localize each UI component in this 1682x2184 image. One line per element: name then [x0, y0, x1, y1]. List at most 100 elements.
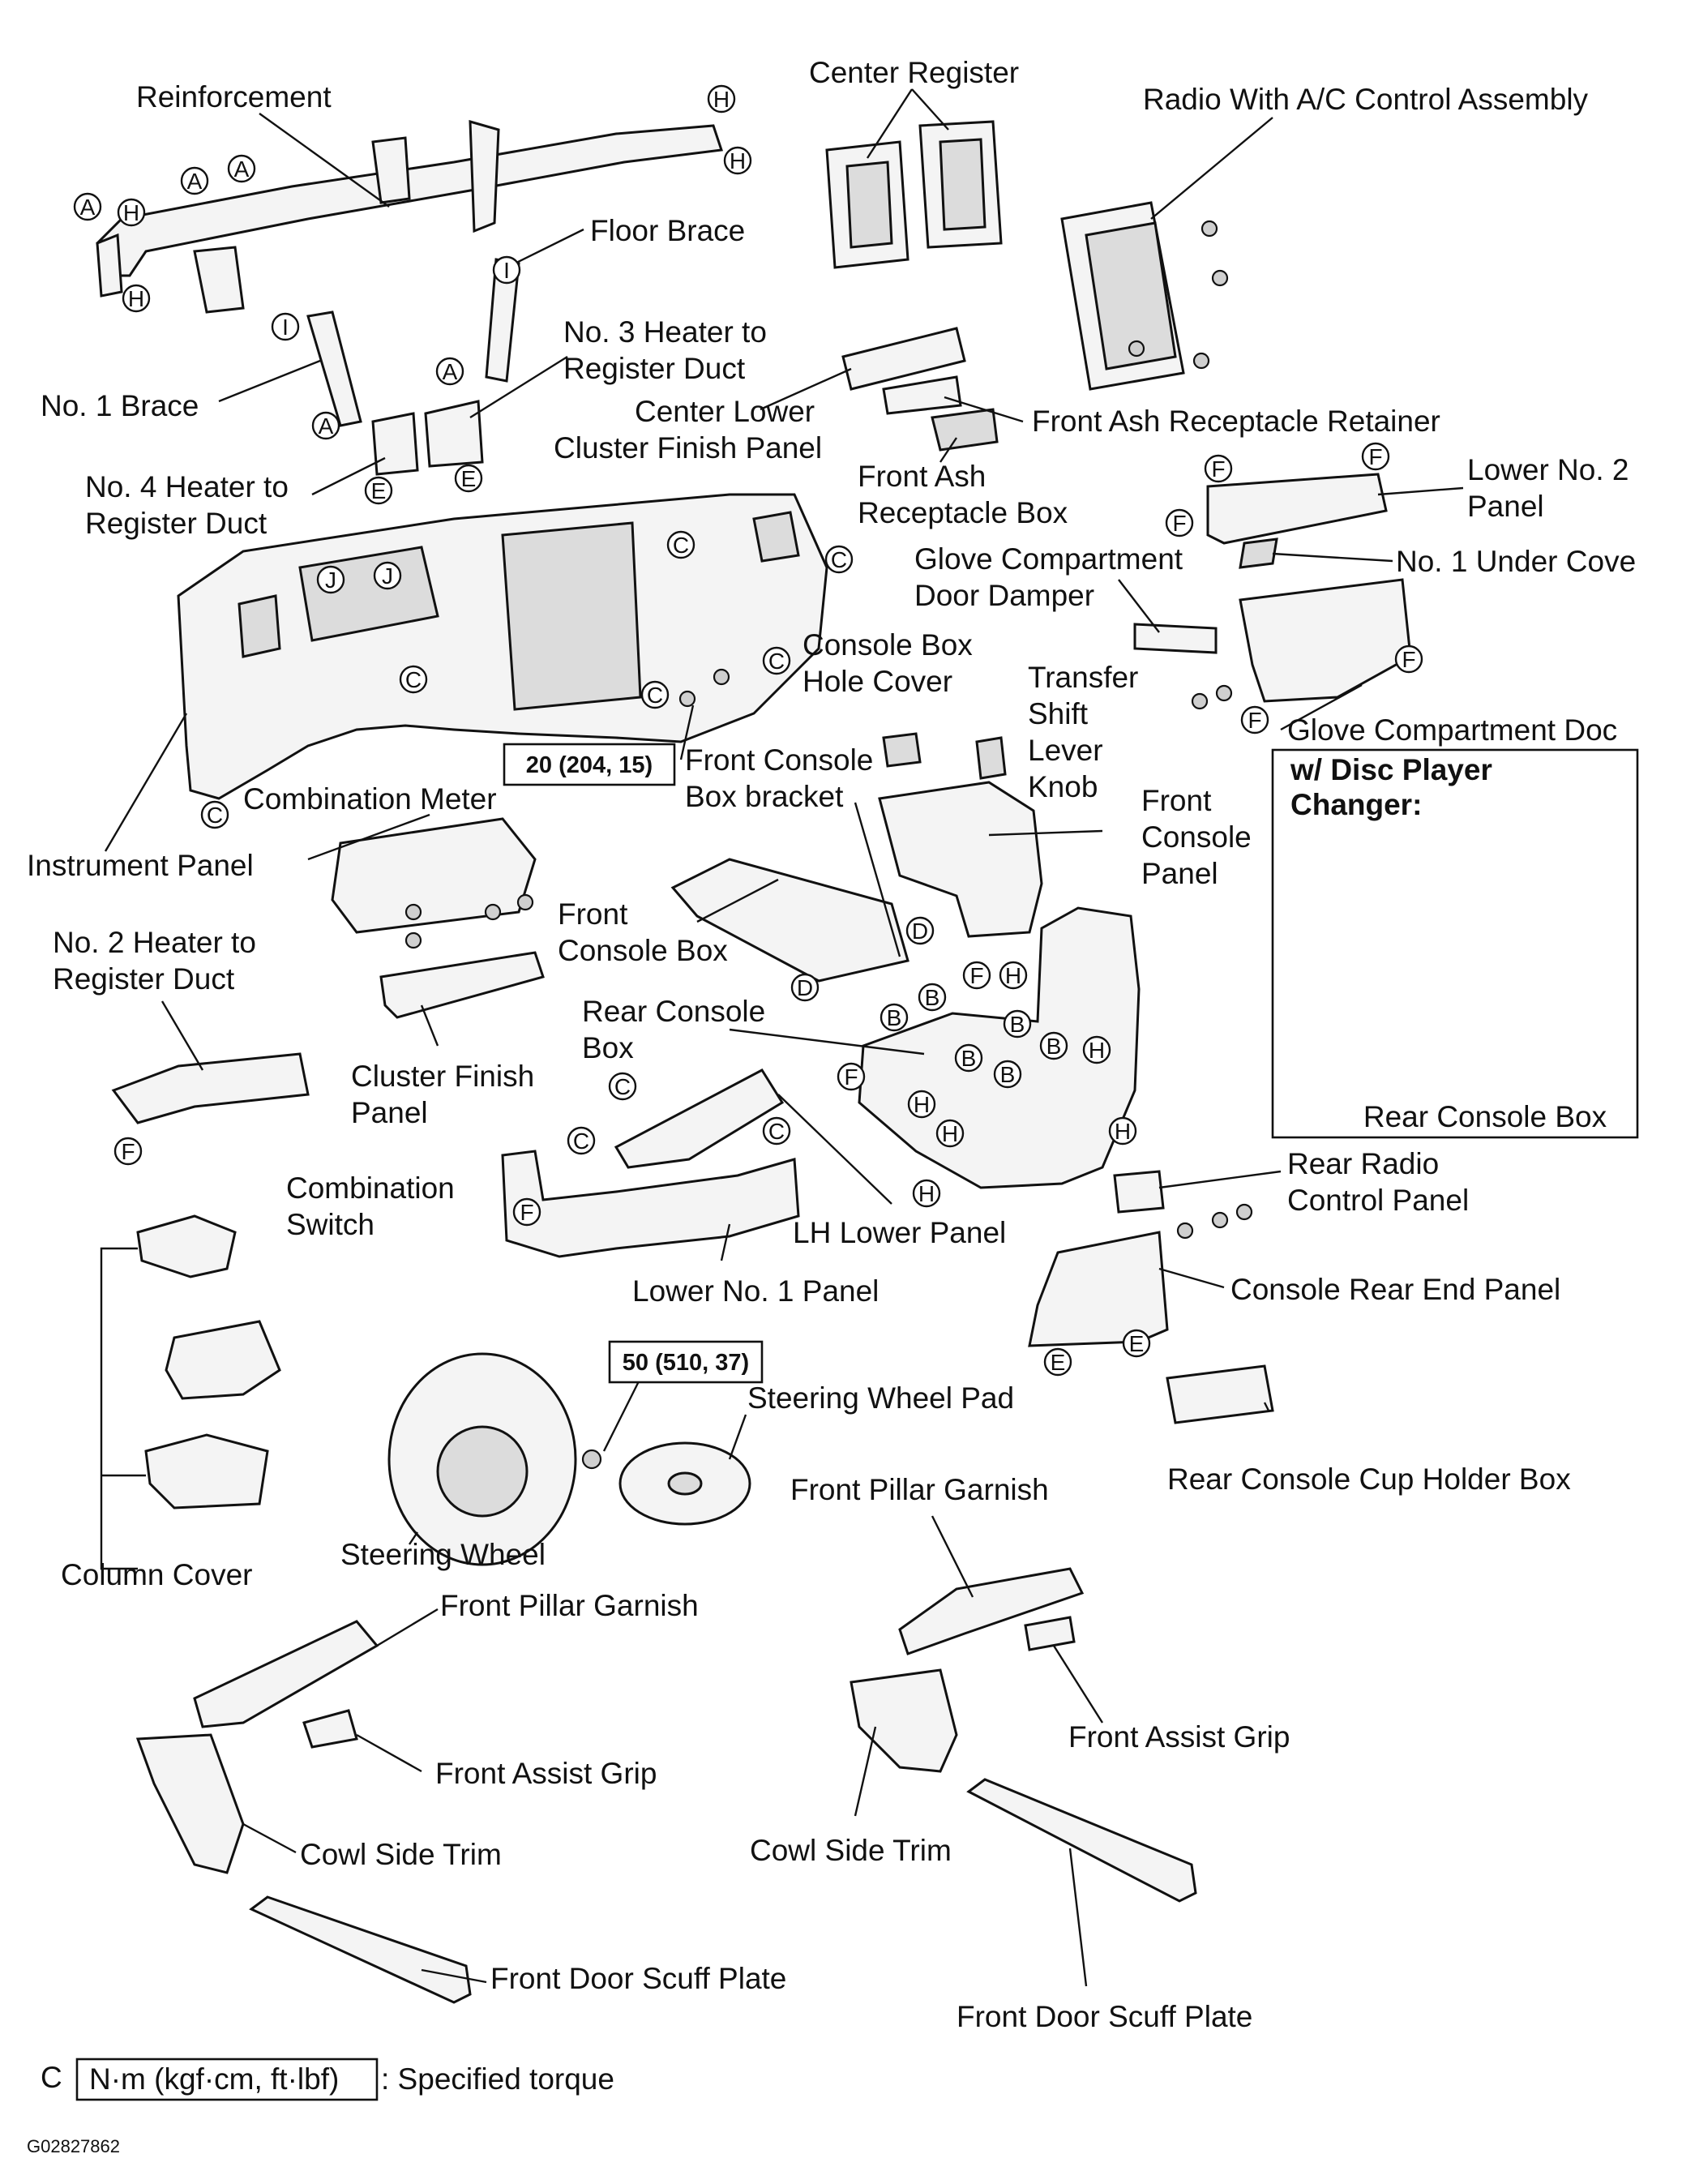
- label-rear-radio-1: Rear Radio: [1287, 1147, 1439, 1180]
- label-no1-under: No. 1 Under Cove: [1396, 545, 1636, 578]
- rear-radio-panel-part: [1113, 1170, 1165, 1214]
- label-radio-ac: Radio With A/C Control Assembly: [1143, 83, 1589, 116]
- clip-callout: C: [399, 665, 428, 694]
- label-ash-box-1: Front Ash: [858, 460, 986, 493]
- label-floor-brace: Floor Brace: [590, 214, 745, 247]
- clip-callout: A: [311, 411, 340, 440]
- svg-text:F: F: [121, 1139, 135, 1164]
- label-center-lower-2: Cluster Finish Panel: [554, 431, 822, 465]
- label-ash-retainer: Front Ash Receptacle Retainer: [1032, 405, 1440, 438]
- svg-text:H: H: [128, 286, 144, 311]
- svg-text:H: H: [713, 87, 730, 112]
- center-register-right-grille: [939, 138, 987, 231]
- label-front-console-bracket-1: Front Console: [685, 743, 873, 777]
- legend-unit-box: [75, 2058, 379, 2101]
- bolt: [1201, 220, 1218, 238]
- label-front-pillar-left: Front Pillar Garnish: [440, 1589, 699, 1622]
- center-register-left-grille: [845, 161, 893, 249]
- label-column-cover: Column Cover: [61, 1558, 252, 1591]
- svg-text:B: B: [887, 1005, 902, 1030]
- transfer-knob-part: [975, 736, 1007, 780]
- no4-duct-part: [371, 412, 419, 476]
- clip-callout: E: [1043, 1347, 1072, 1377]
- svg-text:H: H: [1005, 963, 1021, 988]
- instrument-panel-vent: [238, 594, 281, 658]
- bolt: [713, 668, 730, 686]
- svg-text:C: C: [673, 533, 689, 558]
- torque-value-2: 50 (510, 37): [623, 1350, 749, 1376]
- label-transfer-4: Knob: [1028, 770, 1098, 803]
- legend-description: : Specified torque: [381, 2062, 614, 2096]
- part-labels: Reinforcement Center Register Radio With…: [27, 56, 1636, 2033]
- label-front-console-bracket-2: Box bracket: [685, 780, 844, 813]
- clip-callout: J: [373, 561, 402, 590]
- clip-callout: F: [962, 961, 991, 990]
- label-no3-duct-1: No. 3 Heater to: [563, 315, 767, 349]
- label-no4-duct-1: No. 4 Heater to: [85, 470, 289, 503]
- label-steering-pad: Steering Wheel Pad: [747, 1381, 1014, 1415]
- label-rear-console-1: Rear Console: [582, 995, 765, 1028]
- svg-text:H: H: [942, 1121, 958, 1146]
- svg-text:C: C: [768, 649, 785, 674]
- clip-callout: A: [435, 357, 464, 386]
- label-front-scuff-right: Front Door Scuff Plate: [957, 2000, 1252, 2033]
- clip-callout: C: [640, 680, 670, 709]
- bolt: [1176, 1222, 1194, 1240]
- label-combination-switch-1: Combination: [286, 1171, 455, 1205]
- clip-callout: C: [824, 545, 854, 574]
- label-front-assist-right: Front Assist Grip: [1068, 1720, 1290, 1754]
- label-console-rear-end: Console Rear End Panel: [1230, 1273, 1560, 1306]
- column-cover-lower-part: [144, 1433, 269, 1510]
- label-rear-console-2: Box: [582, 1031, 634, 1064]
- clip-callout: B: [880, 1003, 909, 1032]
- svg-text:C: C: [207, 803, 223, 828]
- svg-text:B: B: [925, 985, 940, 1010]
- svg-text:F: F: [1211, 456, 1225, 482]
- label-front-console-panel-1: Front: [1141, 784, 1212, 817]
- label-no4-duct-2: Register Duct: [85, 507, 267, 540]
- bolt: [1192, 352, 1210, 370]
- front-door-scuff-left-part: [249, 1895, 472, 2004]
- clip-callout: C: [666, 530, 695, 559]
- svg-text:A: A: [443, 359, 458, 384]
- svg-text:E: E: [1051, 1350, 1066, 1375]
- front-door-scuff-right-part: [966, 1778, 1197, 1903]
- reinforcement-bracket-2: [469, 119, 500, 233]
- svg-text:F: F: [1172, 511, 1186, 536]
- label-glove-damper-2: Door Damper: [914, 579, 1094, 612]
- label-rear-radio-2: Control Panel: [1287, 1184, 1469, 1217]
- label-no3-duct-2: Register Duct: [563, 352, 746, 385]
- label-combination-meter: Combination Meter: [243, 782, 497, 816]
- bolt: [678, 690, 696, 708]
- label-front-console-box-2: Console Box: [558, 934, 728, 967]
- radio-ac-faceplate: [1085, 221, 1177, 370]
- torque-legend: C N·m (kgf·cm, ft·lbf) : Specified torqu…: [41, 2058, 614, 2101]
- svg-text:F: F: [969, 963, 983, 988]
- clip-callout: E: [454, 464, 483, 493]
- label-lower-no2-2: Panel: [1467, 490, 1544, 523]
- svg-text:F: F: [1248, 708, 1261, 733]
- front-assist-grip-right-part: [1024, 1616, 1076, 1651]
- label-transfer-3: Lever: [1028, 734, 1103, 767]
- label-center-lower-1: Center Lower: [635, 395, 815, 428]
- svg-text:H: H: [914, 1092, 930, 1117]
- clip-callout: B: [954, 1043, 983, 1073]
- glove-door-part: [1239, 578, 1412, 703]
- front-assist-grip-left-part: [302, 1709, 358, 1749]
- clip-callout: H: [1108, 1116, 1137, 1146]
- label-no1-brace: No. 1 Brace: [41, 389, 199, 422]
- svg-text:E: E: [1129, 1331, 1145, 1356]
- clip-callout: A: [73, 192, 102, 221]
- clip-callout: B: [993, 1060, 1022, 1089]
- front-pillar-garnish-right-part: [898, 1567, 1085, 1655]
- svg-text:I: I: [282, 315, 289, 340]
- column-cover-upper-part: [136, 1214, 237, 1278]
- steering-pad-emblem: [667, 1471, 703, 1496]
- svg-text:D: D: [912, 919, 928, 944]
- bolt: [1211, 1211, 1229, 1229]
- combination-switch-part: [165, 1320, 281, 1400]
- steering-wheel-hub: [436, 1425, 529, 1518]
- label-lower-no2-1: Lower No. 2: [1467, 453, 1629, 486]
- label-no2-duct-2: Register Duct: [53, 962, 235, 996]
- inset-title-line2: Changer:: [1290, 788, 1422, 821]
